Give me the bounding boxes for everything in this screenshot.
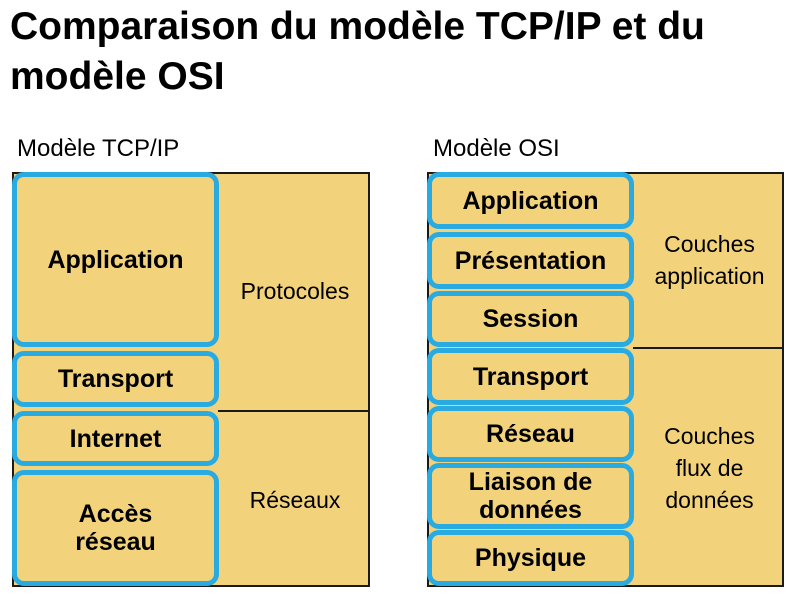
diagram-title: Comparaison du modèle TCP/IP et du modèl… xyxy=(10,5,705,98)
osi-group-couches-application: Couches application xyxy=(654,231,765,289)
osi-layer-reseau: Réseau xyxy=(427,406,634,462)
osi-layer-presentation: Présentation xyxy=(427,232,634,289)
osi-layer-session: Session xyxy=(427,291,634,347)
tcpip-layer-internet: Internet xyxy=(12,411,219,466)
osi-layer-physique: Physique xyxy=(427,530,634,586)
tcpip-group-protocoles: Protocoles xyxy=(240,278,350,304)
osi-layer-transport: Transport xyxy=(427,348,634,405)
osi-group-divider xyxy=(633,347,784,349)
tcpip-layer-acces-reseau: Accès réseau xyxy=(12,470,219,586)
osi-group-couches-flux-de-donnees: Couches flux de données xyxy=(664,422,755,513)
osi-layer-application: Application xyxy=(427,172,634,229)
tcpip-model-label: Modèle TCP/IP xyxy=(17,135,180,162)
osi-model-label: Modèle OSI xyxy=(433,135,560,162)
osi-layer-liaison-de-donnees: Liaison de données xyxy=(427,463,634,529)
tcpip-group-reseaux: Réseaux xyxy=(249,486,341,513)
tcpip-layer-application: Application xyxy=(12,172,219,347)
tcpip-layer-transport: Transport xyxy=(12,351,219,407)
tcpip-group-divider xyxy=(218,410,370,412)
